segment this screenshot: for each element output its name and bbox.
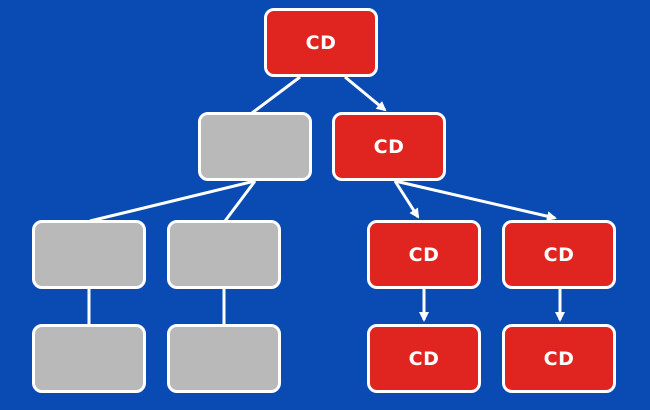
node-level2-right: CD: [332, 112, 446, 181]
edge-root-to-level2-left: [251, 75, 301, 115]
node-level4-c: CD: [367, 324, 481, 393]
node-level2-left: [198, 112, 312, 181]
edge-level2-right-to-level3-c: [393, 180, 420, 219]
edge-level2-left-to-level3-a: [89, 179, 256, 223]
node-level4-d: CD: [502, 324, 616, 393]
node-level4-a: [32, 324, 146, 393]
node-level3-d-label: CD: [543, 243, 575, 266]
node-level3-d: CD: [502, 220, 616, 289]
node-level3-c-label: CD: [408, 243, 440, 266]
node-level3-a: [32, 220, 146, 289]
node-root: CD: [264, 8, 378, 77]
edge-level2-left-to-level3-b: [223, 180, 257, 222]
edge-level2-right-to-level3-d: [394, 179, 557, 222]
node-level4-c-label: CD: [408, 347, 440, 370]
node-level4-d-label: CD: [543, 347, 575, 370]
node-level3-c: CD: [367, 220, 481, 289]
node-level2-right-label: CD: [373, 135, 405, 158]
node-level4-b: [167, 324, 281, 393]
edge-root-to-level2-right: [344, 75, 387, 112]
node-level3-b: [167, 220, 281, 289]
node-root-label: CD: [305, 31, 337, 54]
